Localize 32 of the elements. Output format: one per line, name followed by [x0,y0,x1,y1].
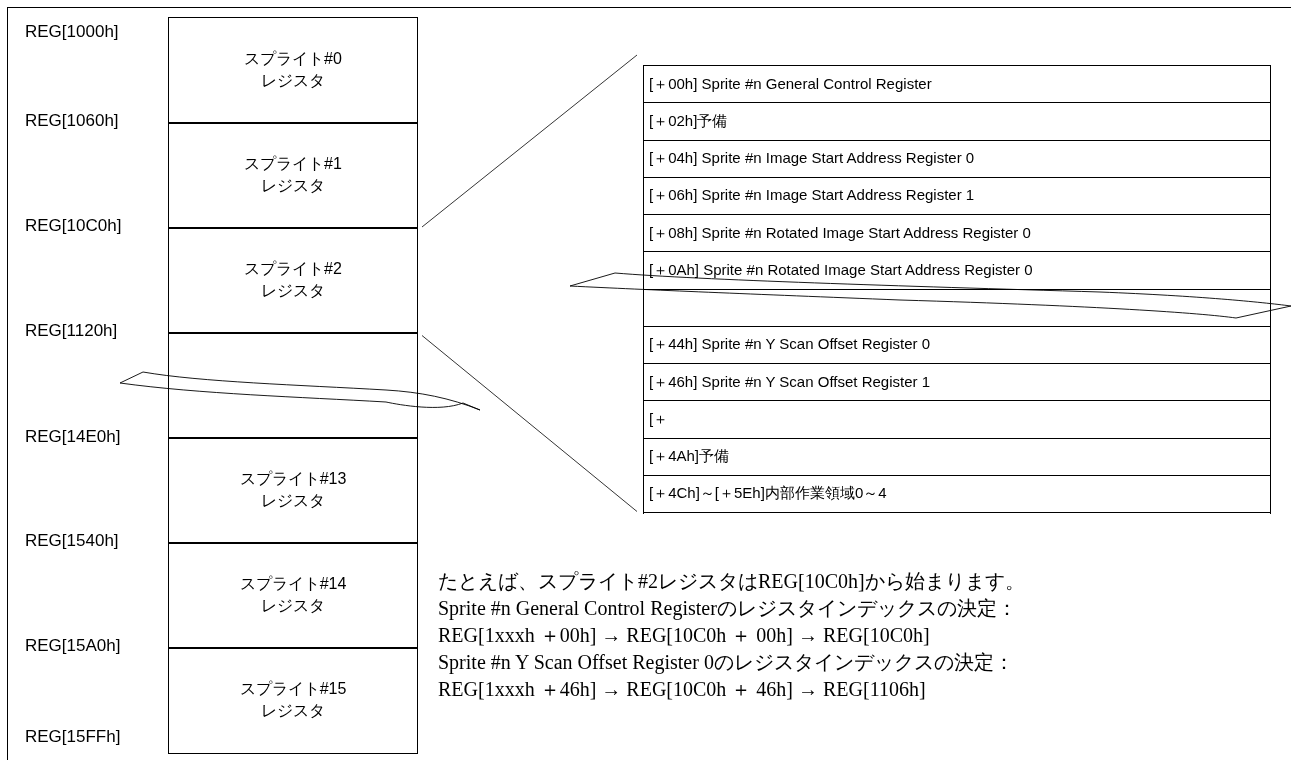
table-row: [＋44h] Sprite #n Y Scan Offset Register 0 [644,326,1270,364]
note-line: REG[1xxxh ＋46h] → REG[10C0h ＋ 46h] → REG[1106h] [438,677,926,702]
note-line: Sprite #n General Control Registerのレジスタインデックスの決定： [438,596,1017,622]
register-box: スプライト#13 レジスタ [168,437,418,544]
table-row: [＋4Ch]～[＋5Eh]内部作業領域0～4 [644,475,1270,513]
table-row: [＋00h] Sprite #n General Control Register [644,66,1270,104]
address-label: REG[1540h] [25,531,119,551]
register-box: スプライト#14 レジスタ [168,542,418,649]
expansion-line [421,54,638,228]
address-label: REG[15A0h] [25,636,121,656]
address-label: REG[14E0h] [25,427,121,447]
table-row: [＋06h] Sprite #n Image Start Address Register 1 [644,177,1270,215]
note-line: たとえば、スプライト#2レジスタはREG[10C0h]から始まります。 [438,569,1025,594]
expansion-line [421,335,638,512]
note-line: REG[1xxxh ＋00h] → REG[10C0h ＋ 00h] → REG[10C0h] [438,623,930,648]
address-label: REG[1120h] [25,321,118,341]
address-label: REG[1000h] [25,22,119,42]
table-row: [＋ [644,401,1270,439]
table-row: [＋02h]予備 [644,103,1270,141]
table-row: [＋08h] Sprite #n Rotated Image Start Address Register 0 [644,215,1270,253]
address-label: REG[1060h] [25,111,119,131]
gap-box [168,332,418,439]
table-row: [＋04h] Sprite #n Image Start Address Register 0 [644,140,1270,178]
register-box: スプライト#0 レジスタ [168,17,418,124]
register-box: スプライト#15 レジスタ [168,647,418,754]
register-box: スプライト#2 レジスタ [168,227,418,334]
address-label: REG[15FFh] [25,727,121,747]
table-row: [＋46h] Sprite #n Y Scan Offset Register 1 [644,364,1270,402]
address-label: REG[10C0h] [25,216,122,236]
register-box: スプライト#1 レジスタ [168,122,418,229]
note-line: Sprite #n Y Scan Offset Register 0のレジスタインデックスの決定： [438,650,1014,676]
table-row: [＋4Ah]予備 [644,438,1270,476]
